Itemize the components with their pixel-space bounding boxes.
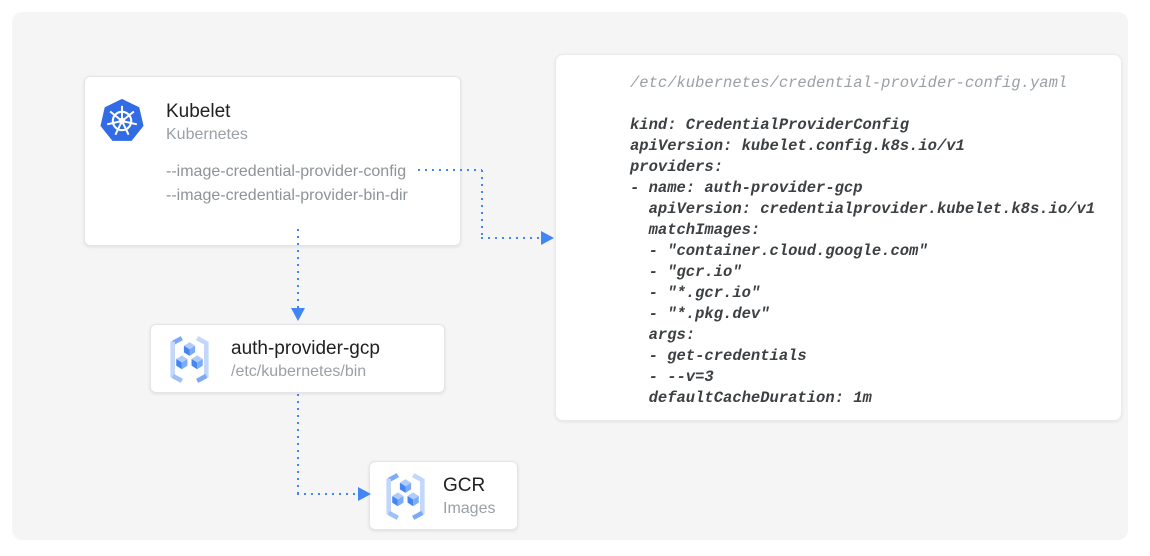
gcr-subtitle: Images bbox=[443, 500, 496, 517]
code-line: kind: CredentialProviderConfig bbox=[630, 116, 910, 134]
auth-provider-gcp-node: auth-provider-gcp /etc/kubernetes/bin bbox=[150, 324, 445, 393]
kubelet-title: Kubelet bbox=[166, 101, 231, 122]
auth-provider-title: auth-provider-gcp bbox=[231, 338, 380, 359]
code-spacer bbox=[630, 94, 1105, 115]
arrowhead-down-icon bbox=[291, 308, 305, 321]
code-line: args: bbox=[630, 326, 696, 344]
code-line: providers: bbox=[630, 158, 724, 176]
arrowhead-right-icon bbox=[358, 487, 371, 501]
flag-credential-provider-config: --image-credential-provider-config bbox=[166, 163, 407, 180]
kubelet-node: Kubelet Kubernetes --image-credential-pr… bbox=[84, 76, 461, 246]
credential-provider-config-panel: /etc/kubernetes/credential-provider-conf… bbox=[555, 54, 1122, 421]
code-line: matchImages: bbox=[630, 221, 761, 239]
arrow-auth-provider-to-gcr-segment bbox=[297, 394, 299, 494]
container-registry-icon bbox=[386, 473, 425, 520]
code-line: - --v=3 bbox=[630, 368, 714, 386]
arrow-kubelet-to-auth-provider-segment bbox=[297, 229, 299, 309]
code-line: - name: auth-provider-gcp bbox=[630, 179, 863, 197]
kubernetes-icon bbox=[100, 98, 144, 141]
diagram-canvas: Kubelet Kubernetes --image-credential-pr… bbox=[12, 12, 1128, 540]
code-line: - "*.gcr.io" bbox=[630, 284, 761, 302]
code-line: - "*.pkg.dev" bbox=[630, 305, 770, 323]
container-registry-icon bbox=[170, 336, 209, 383]
flag-credential-provider-bin-dir: --image-credential-provider-bin-dir bbox=[166, 187, 408, 204]
code-line: apiVersion: credentialprovider.kubelet.k… bbox=[630, 200, 1096, 218]
code-line: - "gcr.io" bbox=[630, 263, 742, 281]
config-filename: /etc/kubernetes/credential-provider-conf… bbox=[630, 74, 1068, 92]
kubelet-flags: --image-credential-provider-config --ima… bbox=[166, 160, 408, 208]
code-line: apiVersion: kubelet.config.k8s.io/v1 bbox=[630, 137, 965, 155]
code-line: defaultCacheDuration: 1m bbox=[630, 389, 872, 407]
config-code-block: kind: CredentialProviderConfig apiVersio… bbox=[630, 115, 1105, 409]
gcr-node: GCR Images bbox=[369, 461, 518, 530]
gcr-title: GCR bbox=[443, 475, 486, 496]
code-line: - get-credentials bbox=[630, 347, 807, 365]
arrow-kubelet-to-config-segment bbox=[418, 169, 482, 171]
arrow-auth-provider-to-gcr-segment bbox=[297, 493, 359, 495]
code-line: - "container.cloud.google.com" bbox=[630, 242, 928, 260]
auth-provider-subtitle: /etc/kubernetes/bin bbox=[231, 363, 367, 380]
arrow-kubelet-to-config-segment bbox=[481, 237, 542, 239]
arrow-kubelet-to-config-segment bbox=[481, 170, 483, 238]
kubelet-subtitle: Kubernetes bbox=[166, 126, 248, 143]
arrowhead-right-icon bbox=[541, 231, 554, 245]
